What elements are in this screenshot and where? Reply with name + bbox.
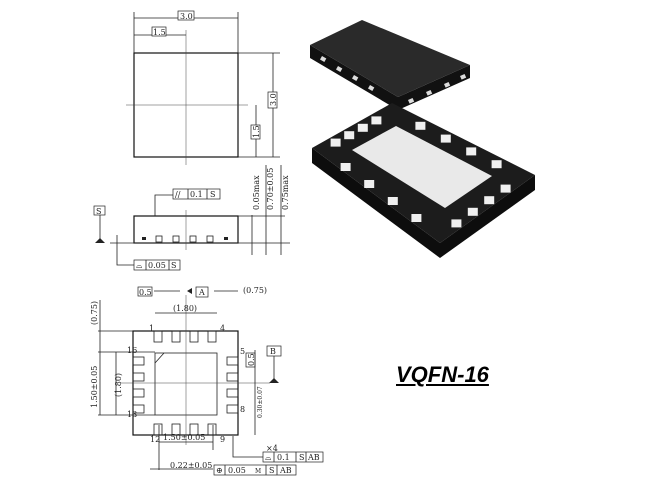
pad [189,423,199,436]
pad-3d [340,163,351,171]
pad-span-x-label: (1.80) [173,304,197,313]
pin-label-4: 4 [220,324,225,333]
pad-3d [440,134,451,143]
pin-label-16: 16 [127,346,137,355]
pad [132,356,145,366]
pad [207,330,217,343]
chip-3d-top-image [310,20,470,110]
flatness-datum: S [171,261,176,270]
pad-3d [387,197,398,205]
top-view: 3.0 1.5 3.0 1.5 [126,10,280,165]
parallel-symbol: // [175,190,181,199]
datum-s-label: S [96,207,101,216]
pad [132,372,145,382]
parallel-datum: S [210,190,215,199]
pad-3d [466,147,477,156]
position-d1: S [269,466,274,475]
pad-3d [411,214,422,222]
pad-3d [371,116,382,125]
thickness-label: 0.70±0.05 [266,168,275,210]
pad-3d [484,196,495,205]
pitch-label: 0.5 [139,288,152,297]
lead-length-label: 0.30±0.07 [257,386,264,418]
pad-span-y-label: (1.80) [114,373,123,397]
position-value: 0.05 [228,466,246,475]
pad-3d [451,219,462,228]
epad-height-label: 1.50±0.05 [90,366,99,408]
pad-3d [415,121,426,130]
profile-d2: AB [307,453,320,462]
top-width-label: 3.0 [180,12,193,21]
pad [132,404,145,414]
epad-width-label: 1.50±0.05 [163,433,205,442]
pad [226,388,239,398]
datum-b-label: B [270,347,276,356]
pad-3d [364,180,375,188]
pin-label-1: 1 [149,324,154,333]
package-name: VQFN-16 [396,362,489,387]
pin-label-9: 9 [220,435,225,444]
top-half-width-label: 1.5 [153,28,166,37]
top-height-label: 3.0 [269,93,278,106]
side-view: S // 0.1 S ⌓ 0.05 S 0.05max 0.70±0.05 0.… [93,165,290,271]
bottom-view: 0.5 A (0.75) (1.80) (0.75) 1.50±0.05 (1.… [90,286,324,476]
flatness-symbol: ⌓ [136,261,143,270]
pad-3d [357,123,368,132]
lead-width-label: 0.22±0.05 [170,461,212,470]
pad [153,330,163,343]
parallel-value: 0.1 [190,190,203,199]
pin-label-8: 8 [240,405,245,414]
pad [153,423,163,436]
pad [207,423,217,436]
flatness-value: 0.05 [148,261,166,270]
pad-3d [330,138,341,147]
position-d2: AB [279,466,292,475]
position-mod: M [255,468,261,475]
pin-label-5: 5 [240,347,245,356]
pad-3d [491,160,502,169]
pin-label-13: 13 [127,410,137,419]
pad-3d [467,207,478,216]
datum-a-label: A [198,288,205,297]
position-symbol: ⊕ [216,466,223,475]
pitch-right-label: 0.5 [247,353,256,366]
max-height-label: 0.75max [281,175,290,210]
standoff-label: 0.05max [252,175,261,210]
profile-d1: S [299,453,304,462]
pad [226,372,239,382]
pad [226,356,239,366]
top-half-height-label: 1.5 [252,125,261,138]
profile-value: 0.1 [277,453,290,462]
pad [189,330,199,343]
pad [226,404,239,414]
edge-left-label: (0.75) [90,301,99,325]
pin-label-12: 12 [150,435,160,444]
chip-3d-bottom-image [312,103,535,258]
count-label: ×4 [266,444,278,453]
pad [171,330,181,343]
profile-symbol: ⌓ [265,453,272,462]
pad [171,423,181,436]
edge-top-label: (0.75) [243,286,267,295]
pad-3d [344,131,355,140]
pad-3d [500,184,511,193]
pad [132,388,145,398]
